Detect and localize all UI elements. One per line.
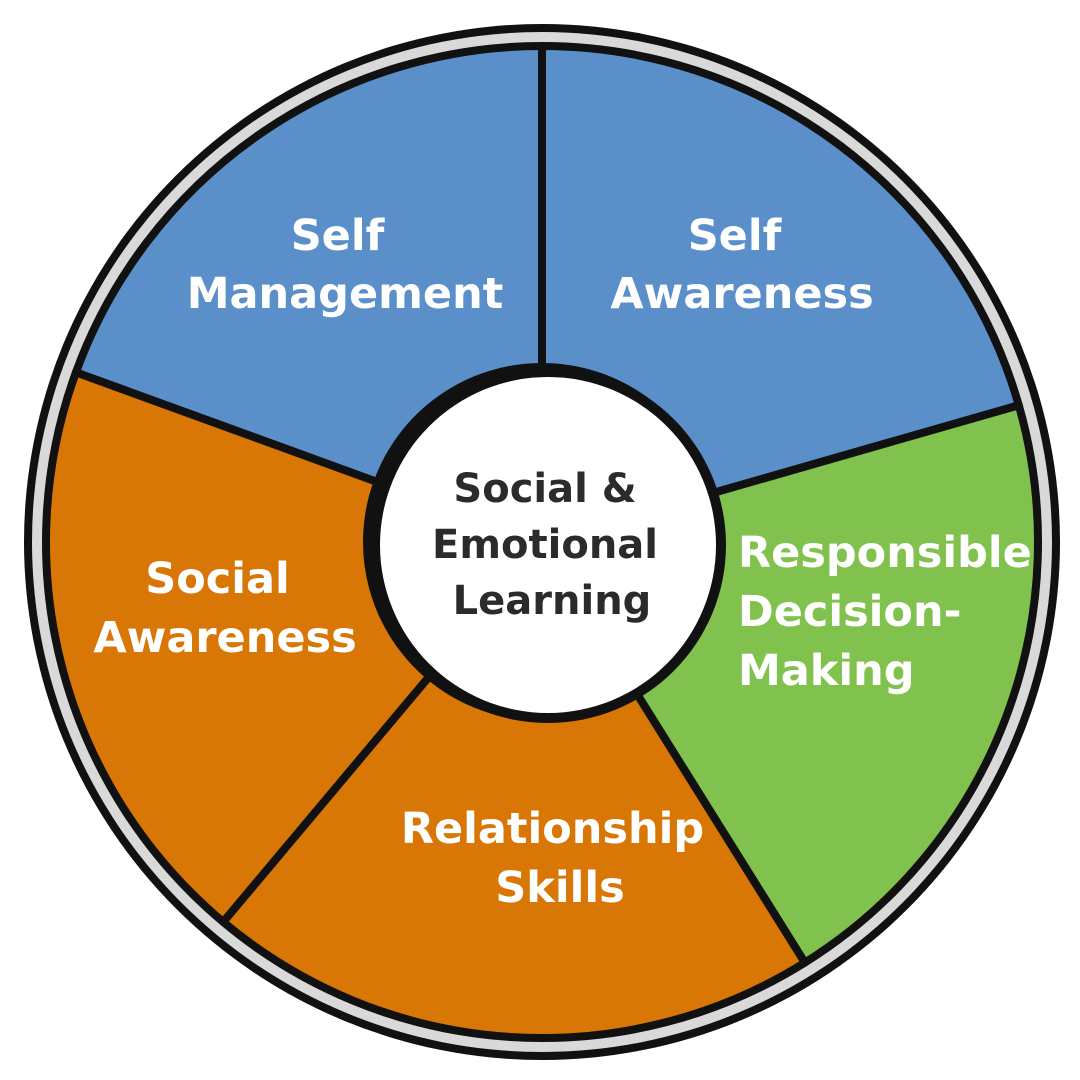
segment-self-management — [71, 42, 546, 487]
center-circle — [380, 377, 716, 713]
label-self-management: Self Management — [187, 211, 504, 319]
label-responsible-decision-making: Responsible Decision- Making — [738, 528, 1047, 696]
segment-social-awareness — [42, 368, 434, 926]
segment-group — [42, 42, 1042, 1042]
label-social-awareness: Social Awareness — [93, 554, 356, 663]
label-relationship-skills: Relationship Skills — [401, 804, 719, 913]
label-self-awareness: Self Awareness — [610, 211, 873, 319]
center-label: Social & Emotional Learning — [432, 466, 672, 624]
